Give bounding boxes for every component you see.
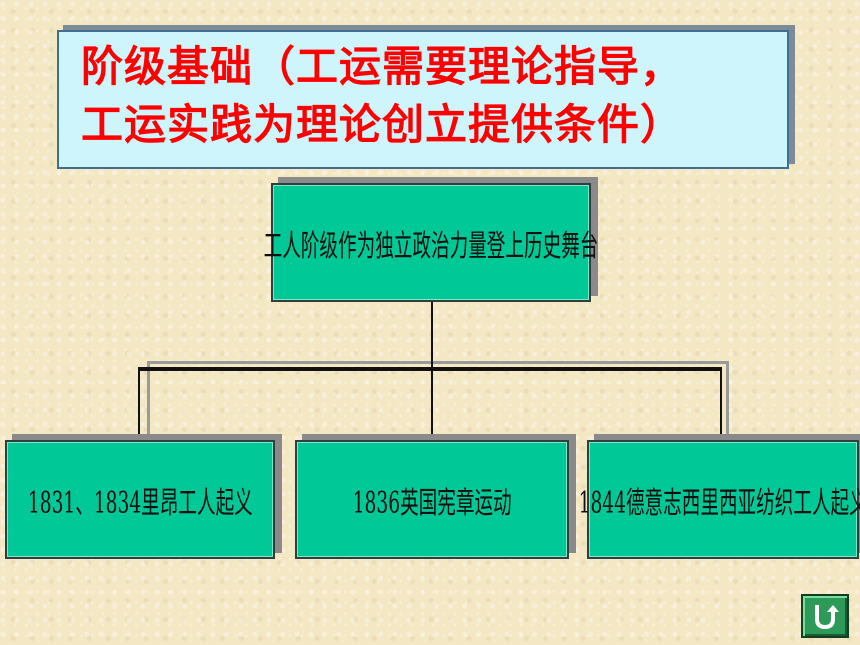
- node-root-label: 工人阶级作为独立政治力量登上历史舞台: [263, 228, 599, 264]
- node-child-chartist: 1836英国宪章运动: [295, 440, 569, 559]
- connector-left-vertical: [138, 367, 140, 440]
- node-child-2-label: 1836英国宪章运动: [352, 485, 512, 521]
- node-child-silesian: 1844德意志西里西亚纺织工人起义: [578, 440, 860, 559]
- title-box: 阶级基础（工运需要理论指导， 工运实践为理论创立提供条件）: [57, 30, 789, 169]
- node-root: 工人阶级作为独立政治力量登上历史舞台: [264, 183, 598, 302]
- title-line-2: 工运实践为理论创立提供条件）: [81, 100, 684, 149]
- connector-shadow-right: [726, 361, 729, 439]
- connector-right-vertical: [720, 367, 722, 440]
- title-line-1: 阶级基础（工运需要理论指导，: [81, 42, 684, 91]
- connector-shadow-left: [147, 361, 150, 439]
- node-child-3-label: 1844德意志西里西亚纺织工人起义: [578, 485, 860, 521]
- return-button[interactable]: [801, 594, 849, 638]
- slide-title: 阶级基础（工运需要理论指导， 工运实践为理论创立提供条件）: [81, 38, 781, 154]
- connector-shadow-horizontal: [147, 361, 729, 364]
- u-turn-return-icon: [815, 605, 839, 630]
- node-child-1-label: 1831、1834里昂工人起义: [27, 485, 253, 521]
- connector-horizontal: [138, 367, 722, 371]
- node-child-lyon: 1831、1834里昂工人起义: [5, 440, 275, 559]
